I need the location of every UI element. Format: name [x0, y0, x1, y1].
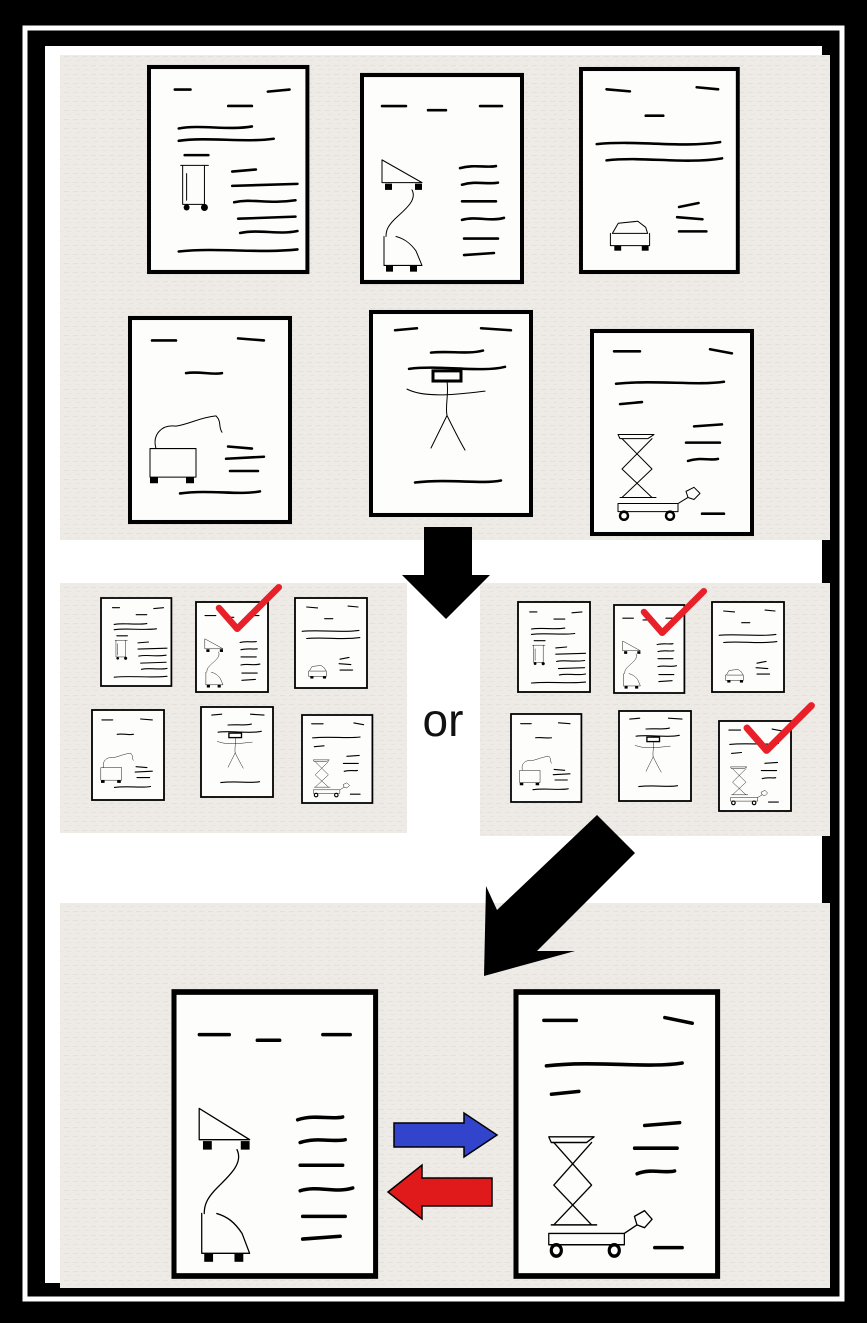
thumb-a-robot-arm [196, 602, 268, 692]
page-stick-figure [371, 312, 531, 515]
thumb-a-mobile-base [295, 598, 367, 688]
thumb-b-trash-bin [518, 602, 590, 692]
thumb-a-scissor-lift [302, 715, 372, 803]
or-label: or [423, 694, 464, 746]
thumb-a-trash-bin [101, 598, 171, 686]
thumb-b-crane-truck [511, 714, 581, 802]
thumb-a-crane-truck [92, 710, 164, 800]
page-crane-truck [130, 318, 290, 522]
page-mobile-base [581, 69, 738, 272]
result-page-robot-arm [174, 992, 376, 1276]
result-page-scissor-lift [516, 992, 718, 1276]
thumb-b-stick-figure [619, 711, 691, 801]
page-scissor-lift [592, 331, 752, 534]
thumb-b-mobile-base [712, 602, 784, 692]
thumb-a-stick-figure [201, 707, 273, 797]
page-robot-arm [362, 75, 522, 282]
page-trash-bin [149, 67, 307, 272]
